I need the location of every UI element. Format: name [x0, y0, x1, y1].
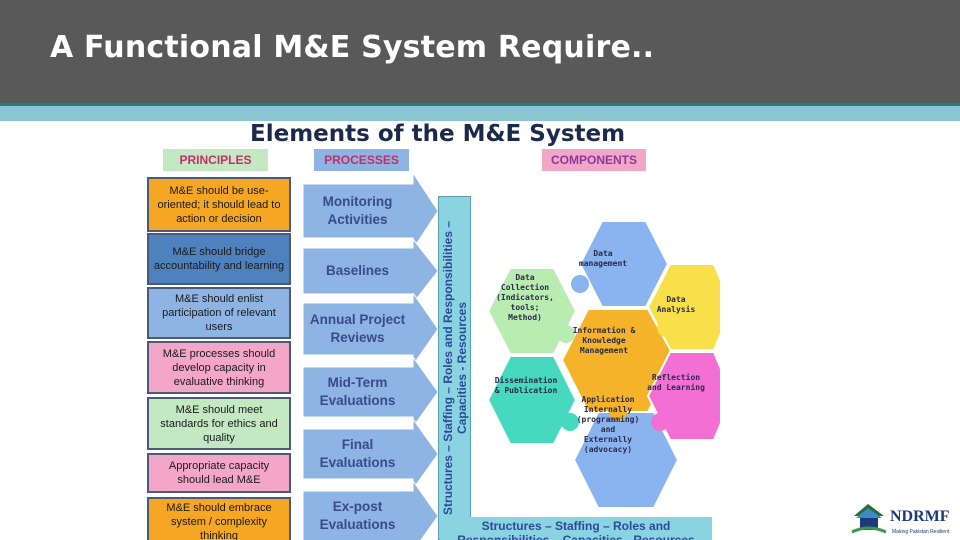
ndrmf-tagline: Making Pakistan Resilient — [892, 529, 950, 535]
principle-use-oriented: M&E should be use-oriented; it should le… — [147, 177, 291, 232]
principle-accountability: M&E should bridge accountability and lea… — [147, 233, 291, 285]
diagram-title: Elements of the M&E System — [250, 121, 626, 147]
principle-participation: M&E should enlist participation of relev… — [147, 287, 291, 339]
component-info-knowledge: Information & Knowledge Management — [572, 326, 636, 355]
ndrmf-logo-text: NDRMF — [890, 508, 950, 525]
structures-bottom-bar: Structures – Staffing – Roles and Respon… — [440, 517, 712, 540]
title-bar — [0, 0, 960, 103]
process-monitoring-label: Monitoring Activities — [322, 194, 393, 227]
component-data-collection: Data Collection (Indicators, tools; Meth… — [496, 273, 554, 322]
process-baselines: Baselines — [303, 239, 438, 303]
process-monitoring: Monitoring Activities — [303, 173, 438, 249]
principle-standards: M&E should meet standards for ethics and… — [147, 397, 291, 450]
process-mid-term: Mid-Term Evaluations — [303, 357, 438, 427]
header-components: COMPONENTS — [542, 149, 646, 171]
header-principles: PRINCIPLES — [163, 149, 268, 171]
accent-stripe — [0, 103, 960, 121]
process-annual-reviews: Annual Project Reviews — [303, 293, 438, 365]
component-dissemination: Dissemination & Publication — [494, 376, 558, 395]
process-mid-term-label: Mid-Term Evaluations — [319, 375, 396, 408]
components-hexagon-puzzle — [486, 220, 720, 509]
component-data-management: Data management — [578, 249, 628, 268]
structures-side-bar: Structures – Staffing – Roles and Respon… — [438, 196, 471, 540]
process-final-label: Final Evaluations — [319, 437, 396, 470]
header-processes: PROCESSES — [314, 149, 409, 171]
process-annual-reviews-label: Annual Project Reviews — [309, 312, 406, 345]
principle-system-thinking: M&E should embrace system / complexity t… — [147, 497, 291, 540]
process-baselines-label: Baselines — [325, 263, 390, 278]
process-ex-post: Ex-post Evaluations — [303, 481, 438, 540]
component-application: Application Internally (programming) and… — [576, 395, 640, 454]
me-system-diagram: Elements of the M&E System PRINCIPLES PR… — [140, 121, 728, 540]
ndrmf-logo: NDRMF Making Pakistan Resilient — [850, 496, 960, 540]
ndrmf-emblem-icon — [851, 504, 887, 534]
structures-side-label: Structures – Staffing – Roles and Respon… — [440, 220, 469, 516]
process-ex-post-label: Ex-post Evaluations — [319, 499, 396, 532]
component-data-analysis: Data Analysis — [656, 295, 696, 314]
principle-appropriate-capacity: Appropriate capacity should lead M&E — [147, 453, 291, 493]
process-final: Final Evaluations — [303, 419, 438, 489]
principle-capacity: M&E processes should develop capacity in… — [147, 341, 291, 394]
component-reflection: Reflection and Learning — [647, 373, 705, 392]
slide-title: A Functional M&E System Require.. — [50, 30, 655, 65]
